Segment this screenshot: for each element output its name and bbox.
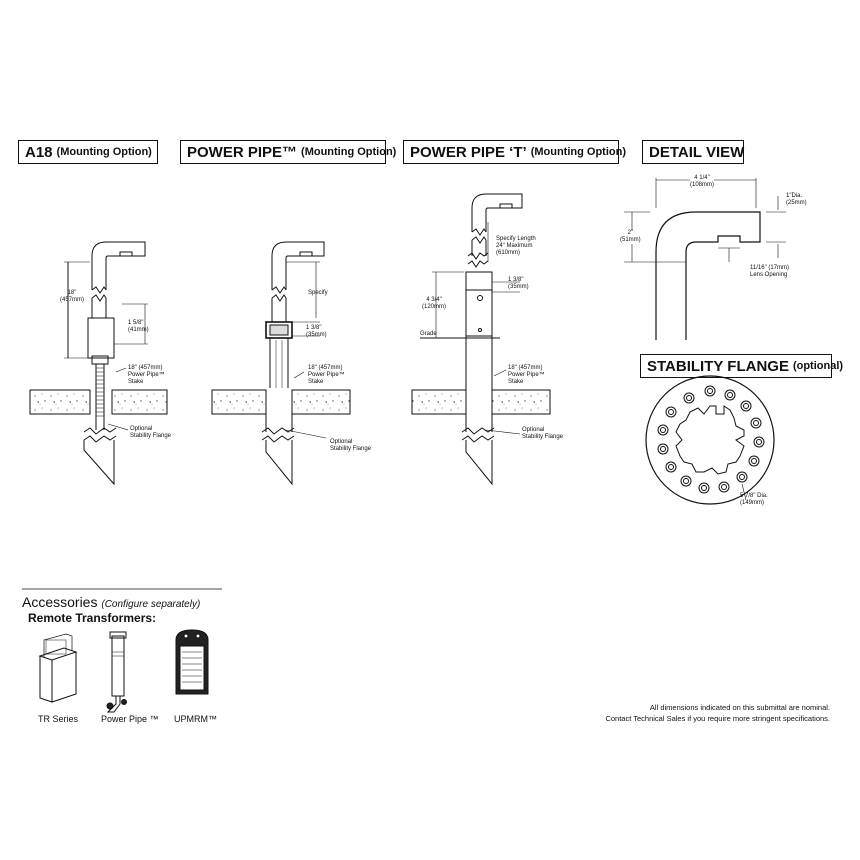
- power-pipe-t-specify-line2: 24" Maximum: [496, 243, 533, 249]
- tr-series-image: [38, 633, 78, 703]
- a18-dim-18-line1: 18": [67, 290, 77, 296]
- power-pipe-t-stake-label: 18" (457mm) Power Pipe™ Stake: [508, 365, 545, 386]
- note-line-2: Contact Technical Sales if you require m…: [605, 714, 830, 723]
- power-pipe-t-dim-43-4: 4 3/4" (120mm): [422, 297, 446, 311]
- power-pipe-t-dim-13-8: 1 3/8" (35mm): [508, 277, 529, 291]
- power-pipe-stake-line1: 18" (457mm): [308, 365, 343, 371]
- power-pipe-t-specify-length: Specify Length 24" Maximum (610mm): [496, 236, 536, 257]
- power-pipe-flange-line2: Stability Flange: [330, 446, 372, 452]
- flange-dia-label: 5 7/8" Dia. (149mm): [740, 493, 768, 507]
- a18-stake-line3: Stake: [128, 379, 144, 385]
- a18-header-title: A18: [25, 143, 53, 161]
- power-pipe-t-specify-line3: (610mm): [496, 250, 521, 256]
- detail-height-line1: 2": [627, 230, 634, 236]
- detail-width-line2: (108mm): [690, 182, 715, 188]
- a18-stake-label: 18" (457mm) Power Pipe™ Stake: [128, 365, 165, 386]
- power-pipe-image: [106, 631, 127, 713]
- detail-view-drawing: [624, 178, 786, 340]
- detail-lens-label: 11/16" (17mm) Lens Opening: [750, 265, 789, 279]
- accessories-subtitle: (Configure separately): [101, 599, 201, 610]
- power-pipe-t-header-title: POWER PIPE ‘T’: [410, 143, 527, 161]
- power-pipe-t-dim-13-8-line1: 1 3/8": [508, 277, 524, 283]
- detail-height-label: 2" (51mm): [620, 230, 641, 244]
- detail-dia-line2: (25mm): [786, 200, 807, 206]
- power-pipe-header-sub: (Mounting Option): [301, 146, 397, 158]
- detail-view-header-title: DETAIL VIEW: [649, 143, 745, 161]
- power-pipe-specify: Specify: [308, 290, 328, 296]
- power-pipe-t-dim-43-4-line2: (120mm): [422, 304, 447, 310]
- detail-width-label: 4 1/4" (108mm): [690, 175, 715, 189]
- stability-flange-drawing: [645, 375, 775, 505]
- power-pipe-header: POWER PIPE™ (Mounting Option): [180, 140, 396, 164]
- power-pipe-flange-line1: Optional: [330, 439, 353, 445]
- power-pipe-t-header-sub: (Mounting Option): [530, 146, 626, 158]
- power-pipe-t-header: POWER PIPE ‘T’ (Mounting Option): [403, 140, 626, 164]
- a18-dim-15-8-line1: 1 5/8": [128, 320, 144, 326]
- power-pipe-flange-label: Optional Stability Flange: [330, 439, 371, 453]
- note-line-1: All dimensions indicated on this submitt…: [649, 703, 830, 712]
- a18-dim-15-8-line2: (41mm): [128, 327, 149, 333]
- detail-dia-label: 1"Dia. (25mm): [786, 193, 807, 207]
- power-pipe-t-stake-line3: Stake: [508, 379, 524, 385]
- power-pipe-t-flange-line2: Stability Flange: [522, 434, 564, 440]
- power-pipe-stake-line2: Power Pipe™: [308, 372, 345, 378]
- power-pipe-dim-13-8-line2: (35mm): [306, 332, 327, 338]
- accessories-title-text: Accessories: [22, 594, 98, 610]
- detail-height-line2: (51mm): [620, 237, 641, 243]
- a18-stake-line1: 18" (457mm): [128, 365, 163, 371]
- stability-flange-header-sub: (optional): [792, 360, 844, 372]
- accessories-title: Accessories (Configure separately): [22, 594, 200, 610]
- remote-transformers-label: Remote Transformers:: [28, 611, 157, 625]
- power-pipe-t-grade: Grade: [420, 331, 437, 337]
- a18-header-sub: (Mounting Option): [56, 146, 152, 158]
- detail-width-line1: 4 1/4": [694, 175, 710, 181]
- a18-dim-18-line2: (457mm): [60, 297, 85, 303]
- detail-view-header: DETAIL VIEW: [642, 140, 744, 164]
- a18-dim-15-8: 1 5/8" (41mm): [128, 320, 149, 334]
- a18-dim-18: 18" (457mm): [60, 290, 84, 304]
- power-pipe-t-flange-label: Optional Stability Flange: [522, 427, 563, 441]
- power-pipe-t-flange-line1: Optional: [522, 427, 545, 433]
- accessory-caption-tr: TR Series: [38, 714, 79, 724]
- power-pipe-stake-line3: Stake: [308, 379, 324, 385]
- detail-dia-line1: 1"Dia.: [786, 193, 803, 199]
- power-pipe-dim-13-8: 1 3/8" (35mm): [306, 325, 327, 339]
- detail-lens-line2: Lens Opening: [750, 272, 788, 278]
- power-pipe-t-stake-line1: 18" (457mm): [508, 365, 543, 371]
- stability-flange-header: STABILITY FLANGE (optional): [640, 354, 843, 378]
- power-pipe-dim-13-8-line1: 1 3/8": [306, 325, 322, 331]
- a18-flange-line1: Optional: [130, 426, 153, 432]
- power-pipe-t-stake-line2: Power Pipe™: [508, 372, 545, 378]
- power-pipe-header-title: POWER PIPE™: [187, 143, 298, 161]
- a18-header: A18 (Mounting Option): [18, 140, 158, 164]
- flange-dia-line2: (149mm): [740, 500, 765, 506]
- detail-lens-line1: 11/16" (17mm): [750, 265, 790, 271]
- accessory-caption-upmrm: UPMRM™: [174, 714, 217, 724]
- power-pipe-t-specify-line1: Specify Length: [496, 236, 536, 242]
- power-pipe-drawing: [265, 241, 327, 439]
- power-pipe-t-dim-13-8-line2: (35mm): [508, 284, 529, 290]
- flange-dia-line1: 5 7/8" Dia.: [740, 493, 768, 499]
- accessory-caption-power-pipe: Power Pipe ™: [101, 714, 159, 724]
- a18-drawing: [64, 241, 148, 431]
- a18-flange-line2: Stability Flange: [130, 433, 172, 439]
- stability-flange-header-title: STABILITY FLANGE: [647, 357, 789, 375]
- a18-flange-label: Optional Stability Flange: [130, 426, 171, 440]
- power-pipe-stake-label: 18" (457mm) Power Pipe™ Stake: [308, 365, 345, 386]
- upmrm-image: [175, 629, 209, 695]
- power-pipe-t-dim-43-4-line1: 4 3/4": [426, 297, 442, 303]
- a18-stake-line2: Power Pipe™: [128, 372, 165, 378]
